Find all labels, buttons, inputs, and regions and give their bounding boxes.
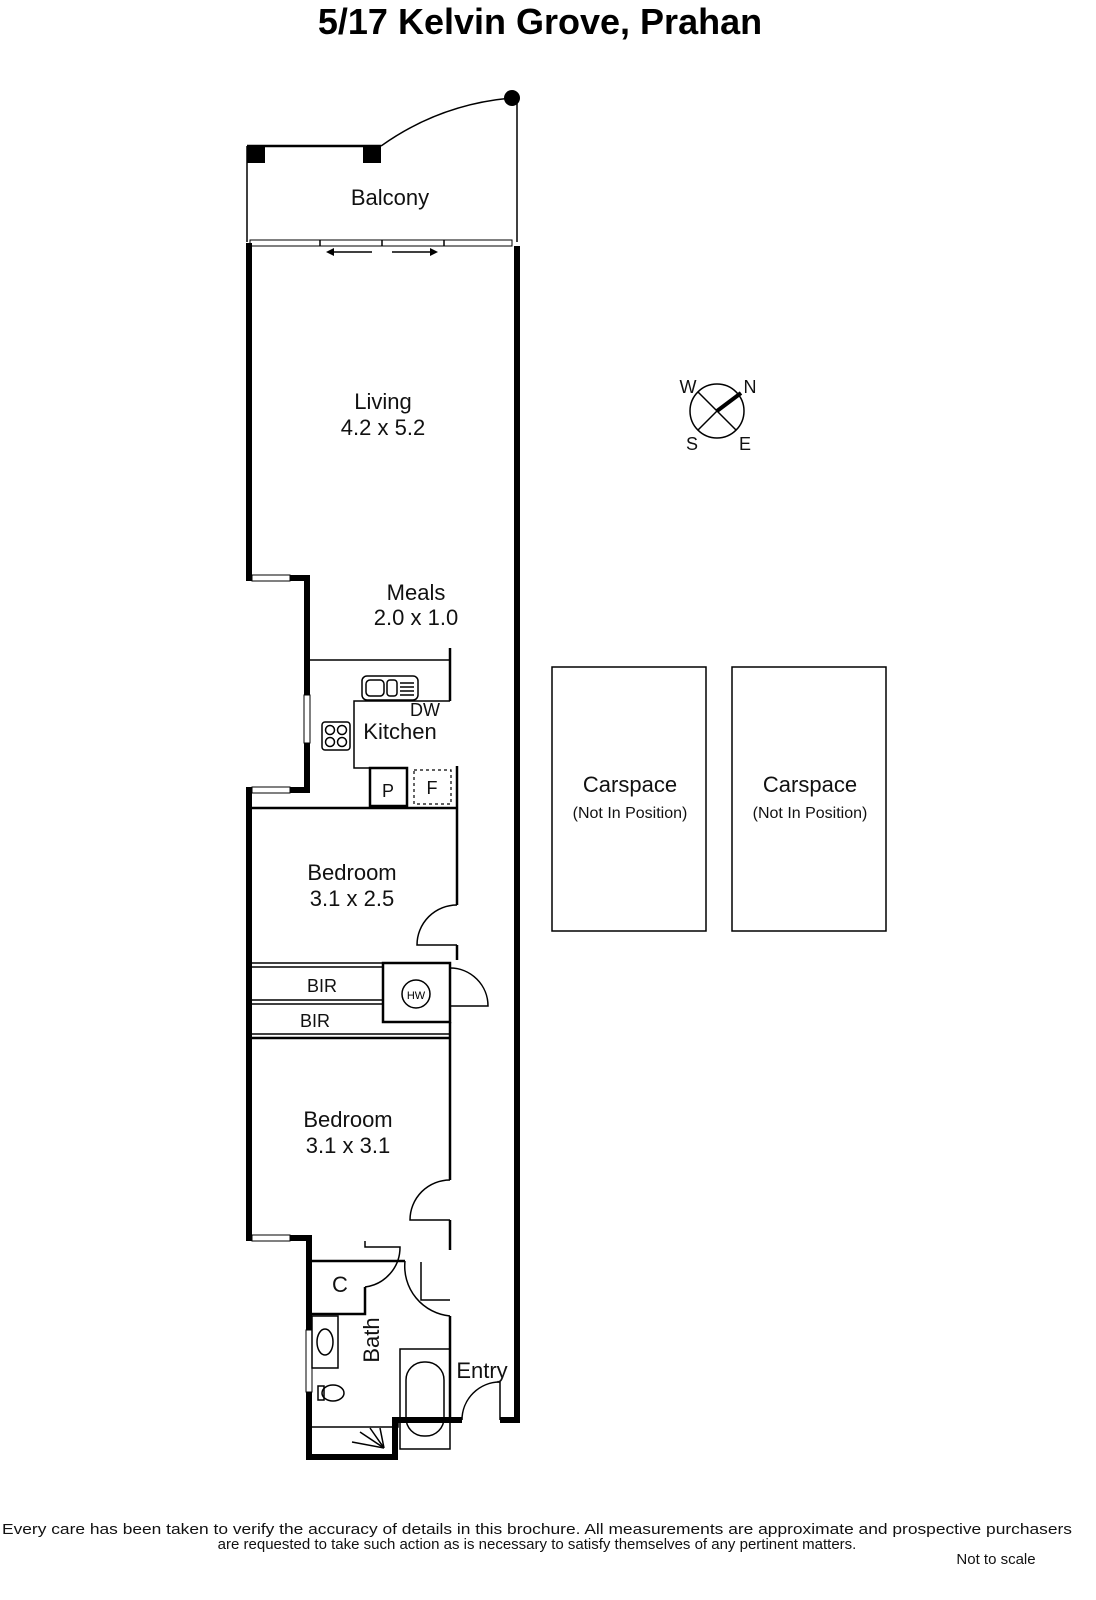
compass-east: E bbox=[739, 434, 751, 454]
shower-icon bbox=[351, 1427, 385, 1449]
pantry-label: P bbox=[382, 781, 394, 801]
living-dimensions: 4.2 x 5.2 bbox=[341, 415, 425, 440]
bathroom: C Bath Entry bbox=[309, 1241, 508, 1450]
carspace-2-note: (Not In Position) bbox=[753, 805, 868, 822]
cooktop-icon bbox=[321, 721, 351, 751]
hot-water-label: HW bbox=[407, 990, 426, 1002]
carspace-1-label: Carspace bbox=[583, 772, 677, 797]
bedroom-1-dimensions: 3.1 x 2.5 bbox=[310, 886, 394, 911]
meals-dimensions: 2.0 x 1.0 bbox=[374, 605, 458, 630]
hot-water-icon bbox=[401, 979, 431, 1009]
living-label: Living bbox=[354, 389, 411, 414]
balcony-label: Balcony bbox=[351, 185, 429, 210]
sink-icon bbox=[361, 675, 419, 701]
bedroom-1: Bedroom 3.1 x 2.5 bbox=[249, 806, 459, 960]
fridge-space bbox=[413, 769, 452, 805]
disclaimer-line-2: are requested to take such action as is … bbox=[218, 1536, 857, 1553]
bir-2-label: BIR bbox=[300, 1011, 330, 1031]
cupboard-label: C bbox=[332, 1272, 348, 1297]
carspace-2: Carspace (Not In Position) bbox=[731, 666, 887, 932]
vanity bbox=[311, 1315, 339, 1369]
compass-icon: W N S E bbox=[680, 377, 757, 454]
outer-walls bbox=[246, 243, 520, 1460]
pantry bbox=[368, 766, 409, 808]
compass-north: N bbox=[744, 377, 757, 397]
toilet-icon bbox=[321, 1384, 345, 1402]
disclaimer-line-1: Every care has been taken to verify the … bbox=[2, 1521, 1072, 1538]
carspace-2-label: Carspace bbox=[763, 772, 857, 797]
bedroom-1-label: Bedroom bbox=[307, 860, 396, 885]
kitchen: DW Kitchen P F bbox=[310, 648, 459, 808]
kitchen-label: Kitchen bbox=[363, 719, 436, 744]
fridge-label: F bbox=[427, 778, 438, 798]
sliding-door bbox=[249, 239, 513, 256]
robes-and-hw: HW BIR BIR bbox=[249, 961, 489, 1040]
bedroom-2: Bedroom 3.1 x 3.1 bbox=[303, 1038, 452, 1250]
meals-label: Meals bbox=[387, 580, 446, 605]
dishwasher-label: DW bbox=[410, 700, 440, 720]
carspace-1: Carspace (Not In Position) bbox=[551, 666, 707, 932]
bathtub bbox=[399, 1348, 451, 1450]
bir-1-label: BIR bbox=[307, 976, 337, 996]
balcony-door-hinge-icon bbox=[504, 90, 520, 106]
basin-icon bbox=[316, 1328, 334, 1356]
page-title: 5/17 Kelvin Grove, Prahan bbox=[318, 1, 762, 42]
bedroom-2-dimensions: 3.1 x 3.1 bbox=[306, 1133, 390, 1158]
compass-south: S bbox=[686, 434, 698, 454]
carspace-1-note: (Not In Position) bbox=[573, 805, 688, 822]
bath-label: Bath bbox=[359, 1317, 384, 1362]
scale-note: Not to scale bbox=[956, 1551, 1035, 1568]
bedroom-2-label: Bedroom bbox=[303, 1107, 392, 1132]
compass-west: W bbox=[680, 377, 697, 397]
entry-label: Entry bbox=[456, 1358, 507, 1383]
balcony: Balcony bbox=[246, 90, 520, 242]
